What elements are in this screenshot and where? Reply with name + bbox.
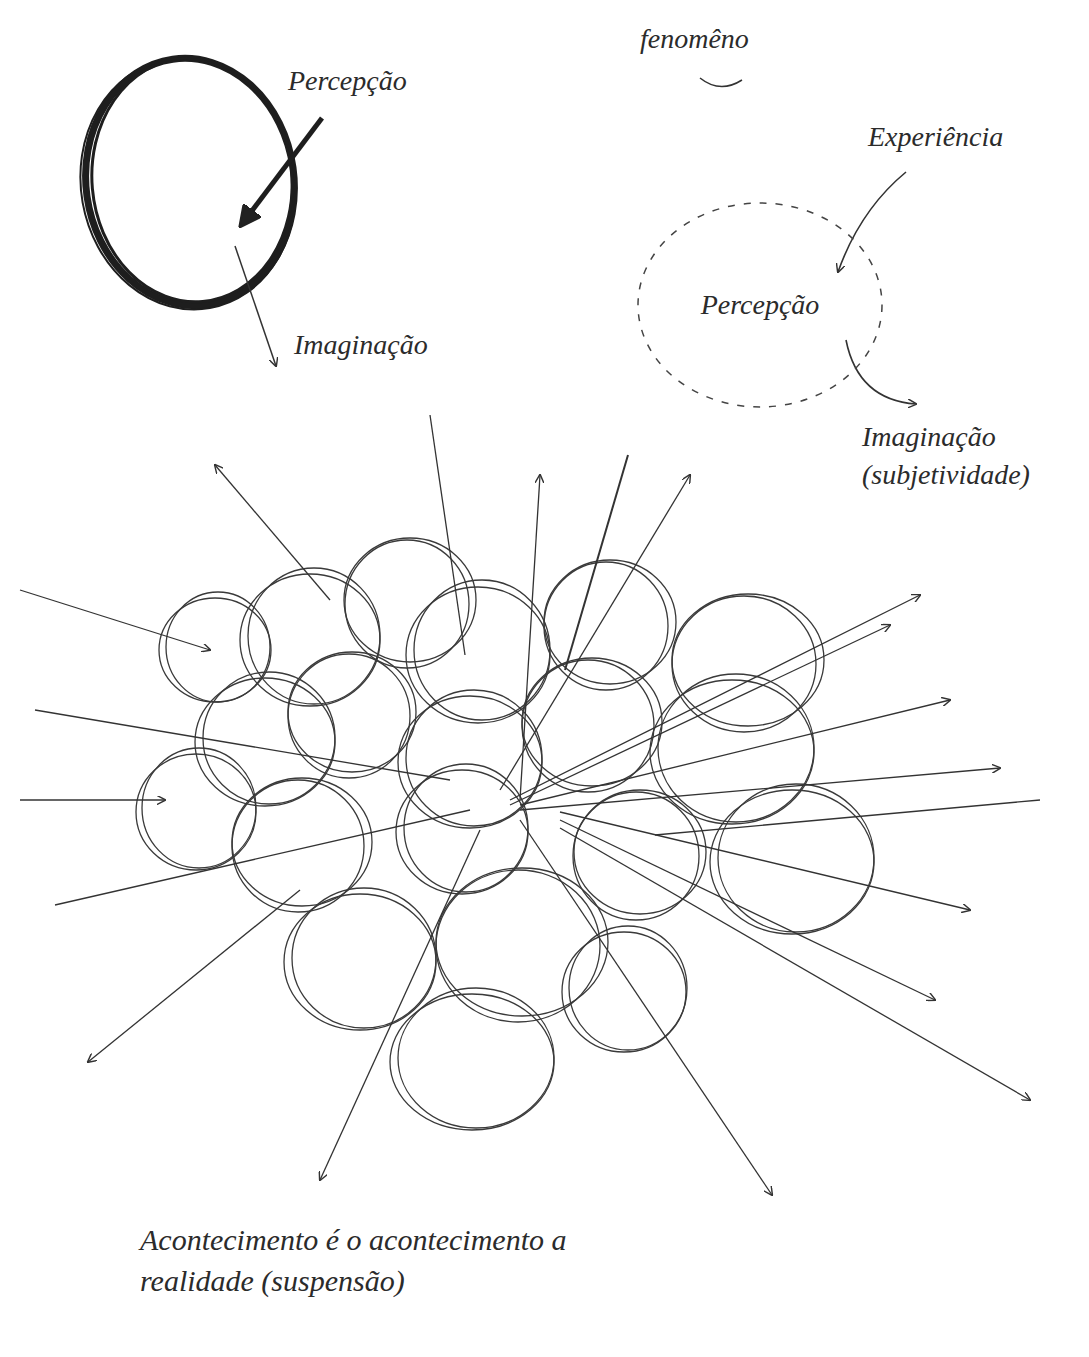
experience-label: Experiência [868,118,1003,156]
event-caption: Acontecimento é o acontecimento a realid… [140,1220,610,1301]
circle-cluster [136,538,874,1130]
subjectivity-label: Imaginação (subjetividade) [862,418,1077,494]
leader-arrow [846,340,916,404]
leader-arrow [838,172,906,272]
curve-mark [700,78,742,87]
dashed-ellipse [638,203,882,407]
node-text: Percepção [691,283,830,327]
radiating-arrows [20,415,1040,1195]
perception-label: Percepção [288,62,407,100]
bold-circle [61,41,316,326]
phenomenon-label: fenomêno [640,20,749,58]
leader-arrow [235,246,276,366]
leader-arrow [242,118,322,224]
dashed-circle: Percepção [635,200,885,410]
imagination-label: Imaginação [294,326,428,364]
